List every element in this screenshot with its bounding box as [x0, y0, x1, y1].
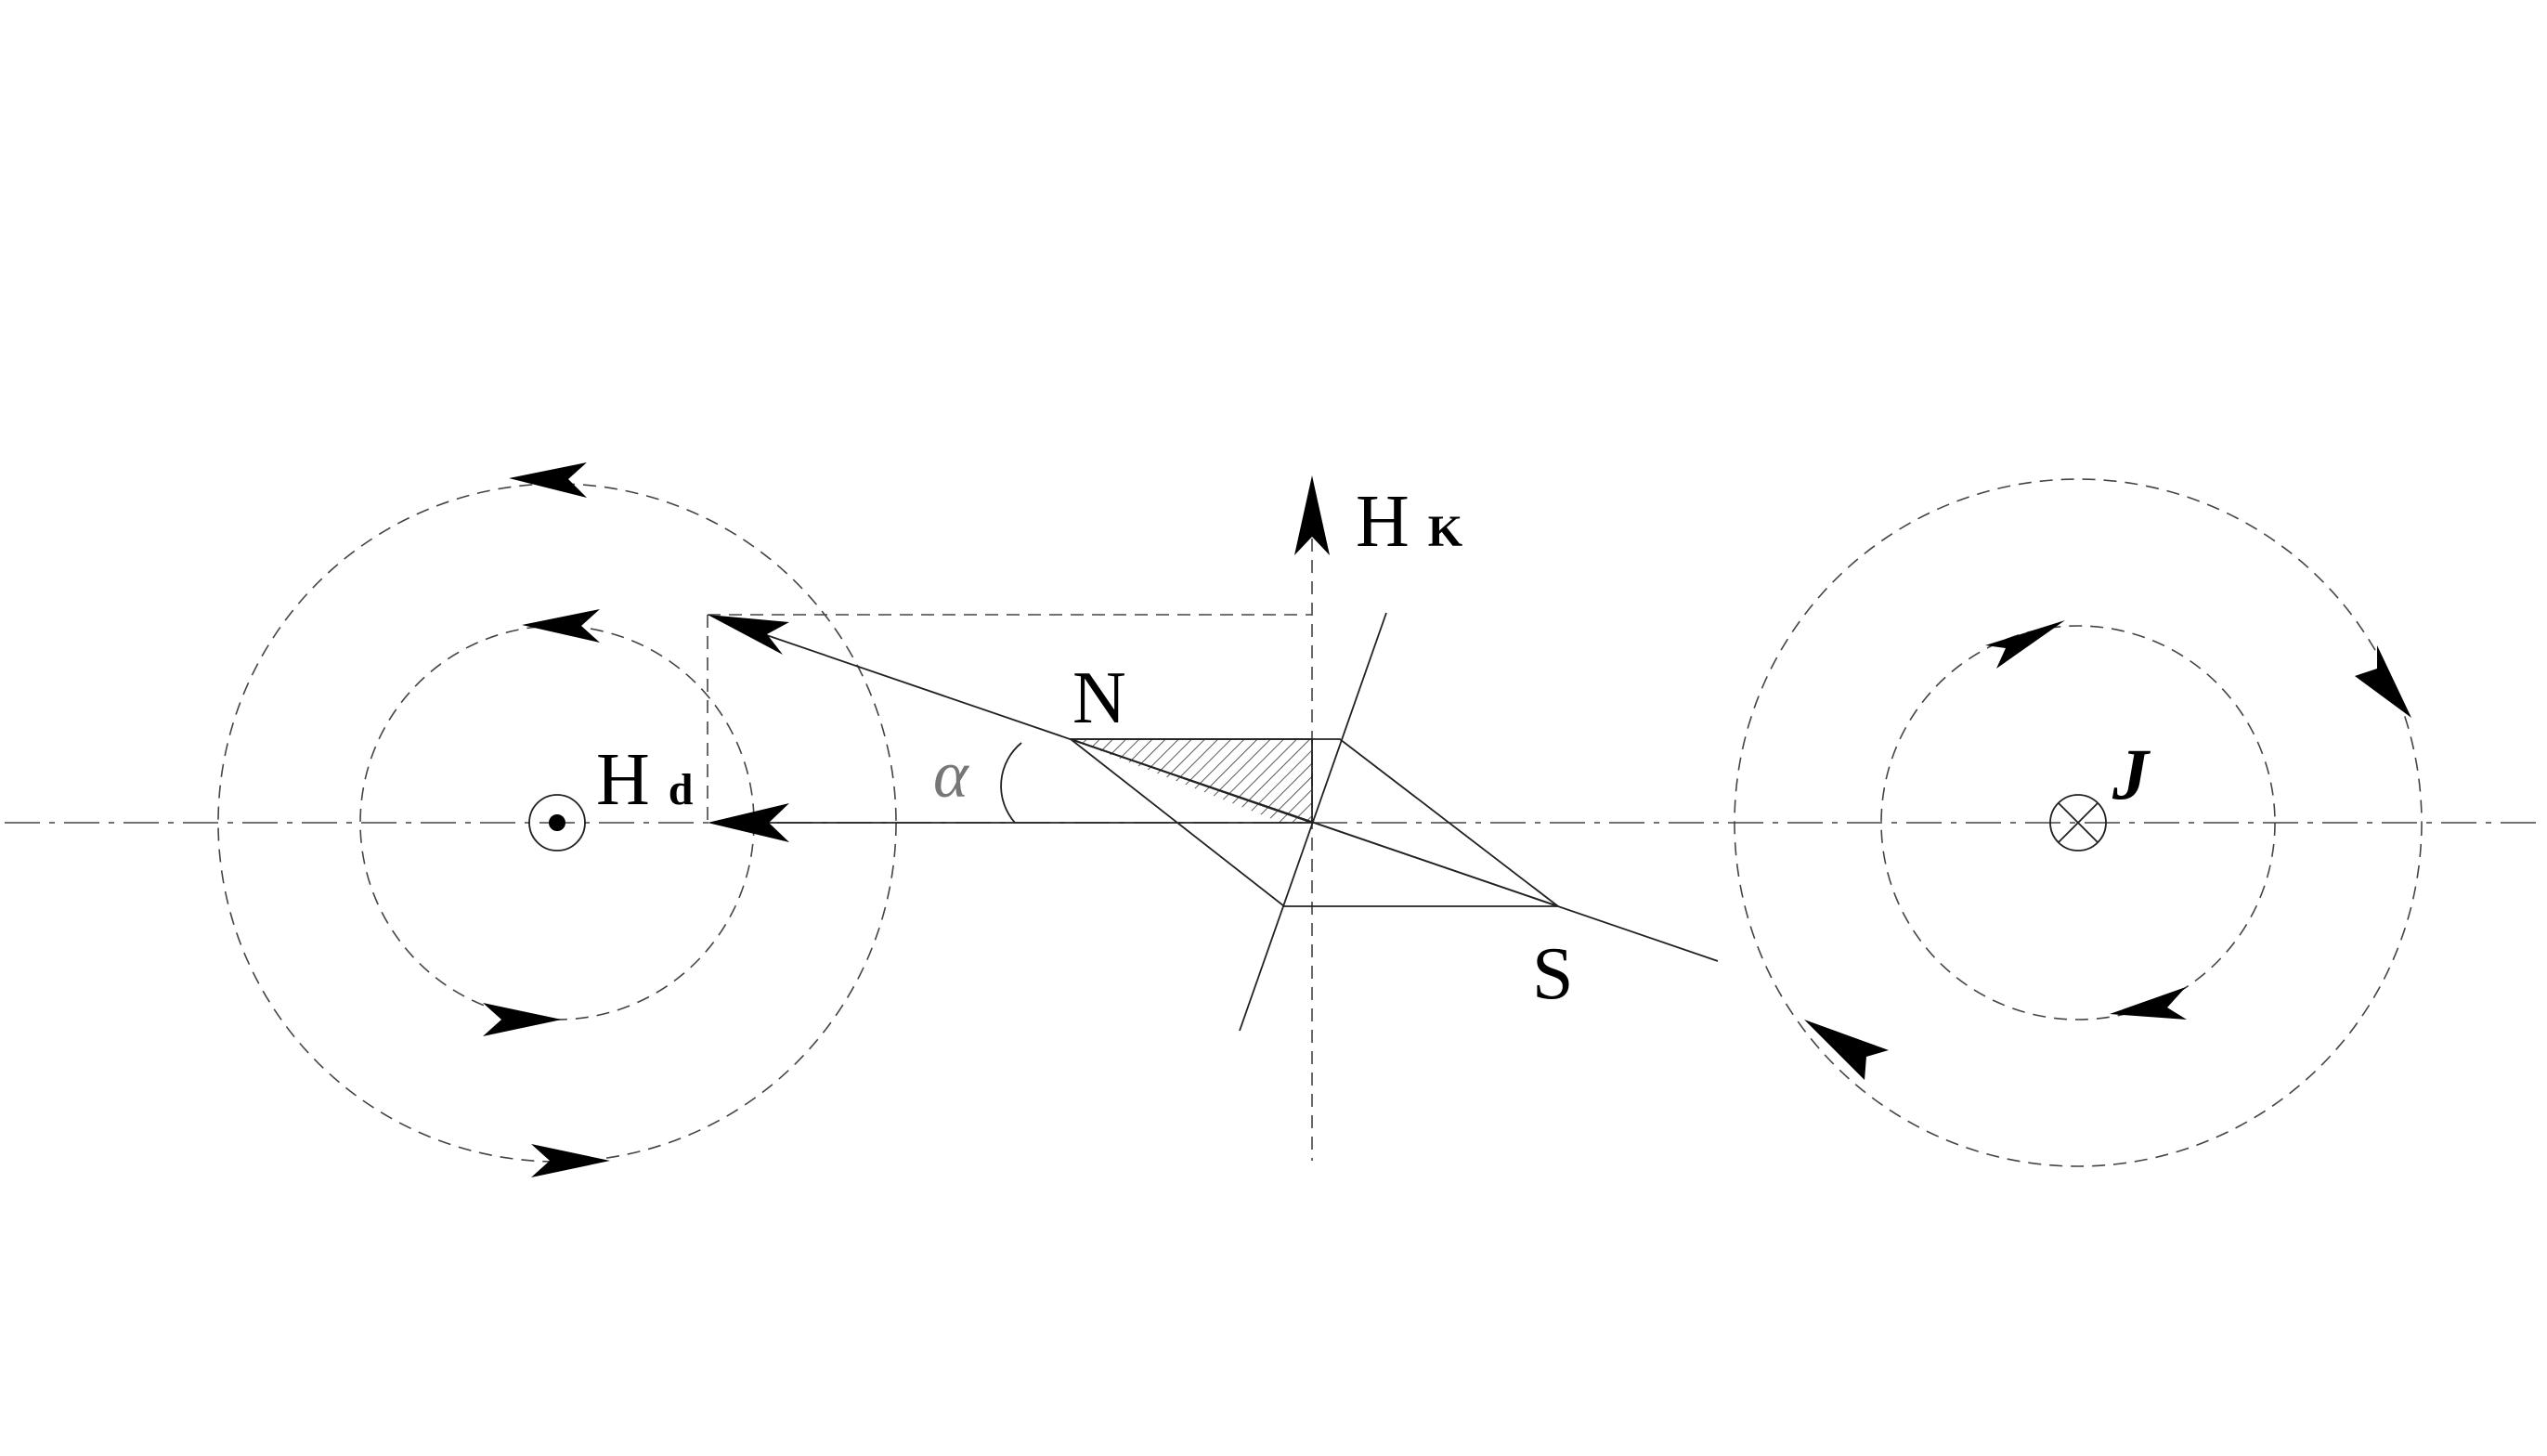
left-inner-arrow-bottom — [483, 1003, 562, 1036]
current-into-page-symbol — [2049, 794, 2107, 852]
south-pole-label: S — [1532, 933, 1574, 1015]
right-outer-arrow-left — [1804, 1020, 1889, 1080]
right-field-circle-outer — [1734, 478, 2423, 1167]
needle-diagonal — [1070, 738, 1559, 907]
field-earth-arrowhead — [1294, 475, 1330, 555]
field-current-main: H — [596, 739, 650, 821]
field-earth-sub: K — [1428, 507, 1462, 556]
angle-arc — [1000, 742, 1022, 824]
right-outer-arrow-right — [2355, 645, 2411, 718]
left-outer-arrow-top — [509, 462, 587, 498]
right-inner-arrow-bottom — [2110, 987, 2187, 1020]
angle-label: α — [933, 737, 969, 812]
field-current-sub: d — [669, 765, 694, 814]
left-outer-arrow-bottom — [531, 1144, 610, 1177]
field-earth-main: H — [1356, 481, 1410, 563]
current-out-of-page-symbol — [528, 794, 586, 852]
field-current-label: H d — [596, 739, 694, 821]
field-current-arrowhead — [708, 803, 789, 842]
north-pole-label: N — [1072, 657, 1126, 739]
resultant-arrowhead — [708, 615, 789, 655]
right-field-circle-inner — [1880, 625, 2276, 1020]
field-earth-label: H K — [1356, 481, 1462, 563]
left-inner-arrow-top — [522, 609, 600, 643]
current-label: J — [2112, 734, 2151, 814]
right-inner-arrow-top — [1985, 620, 2065, 669]
